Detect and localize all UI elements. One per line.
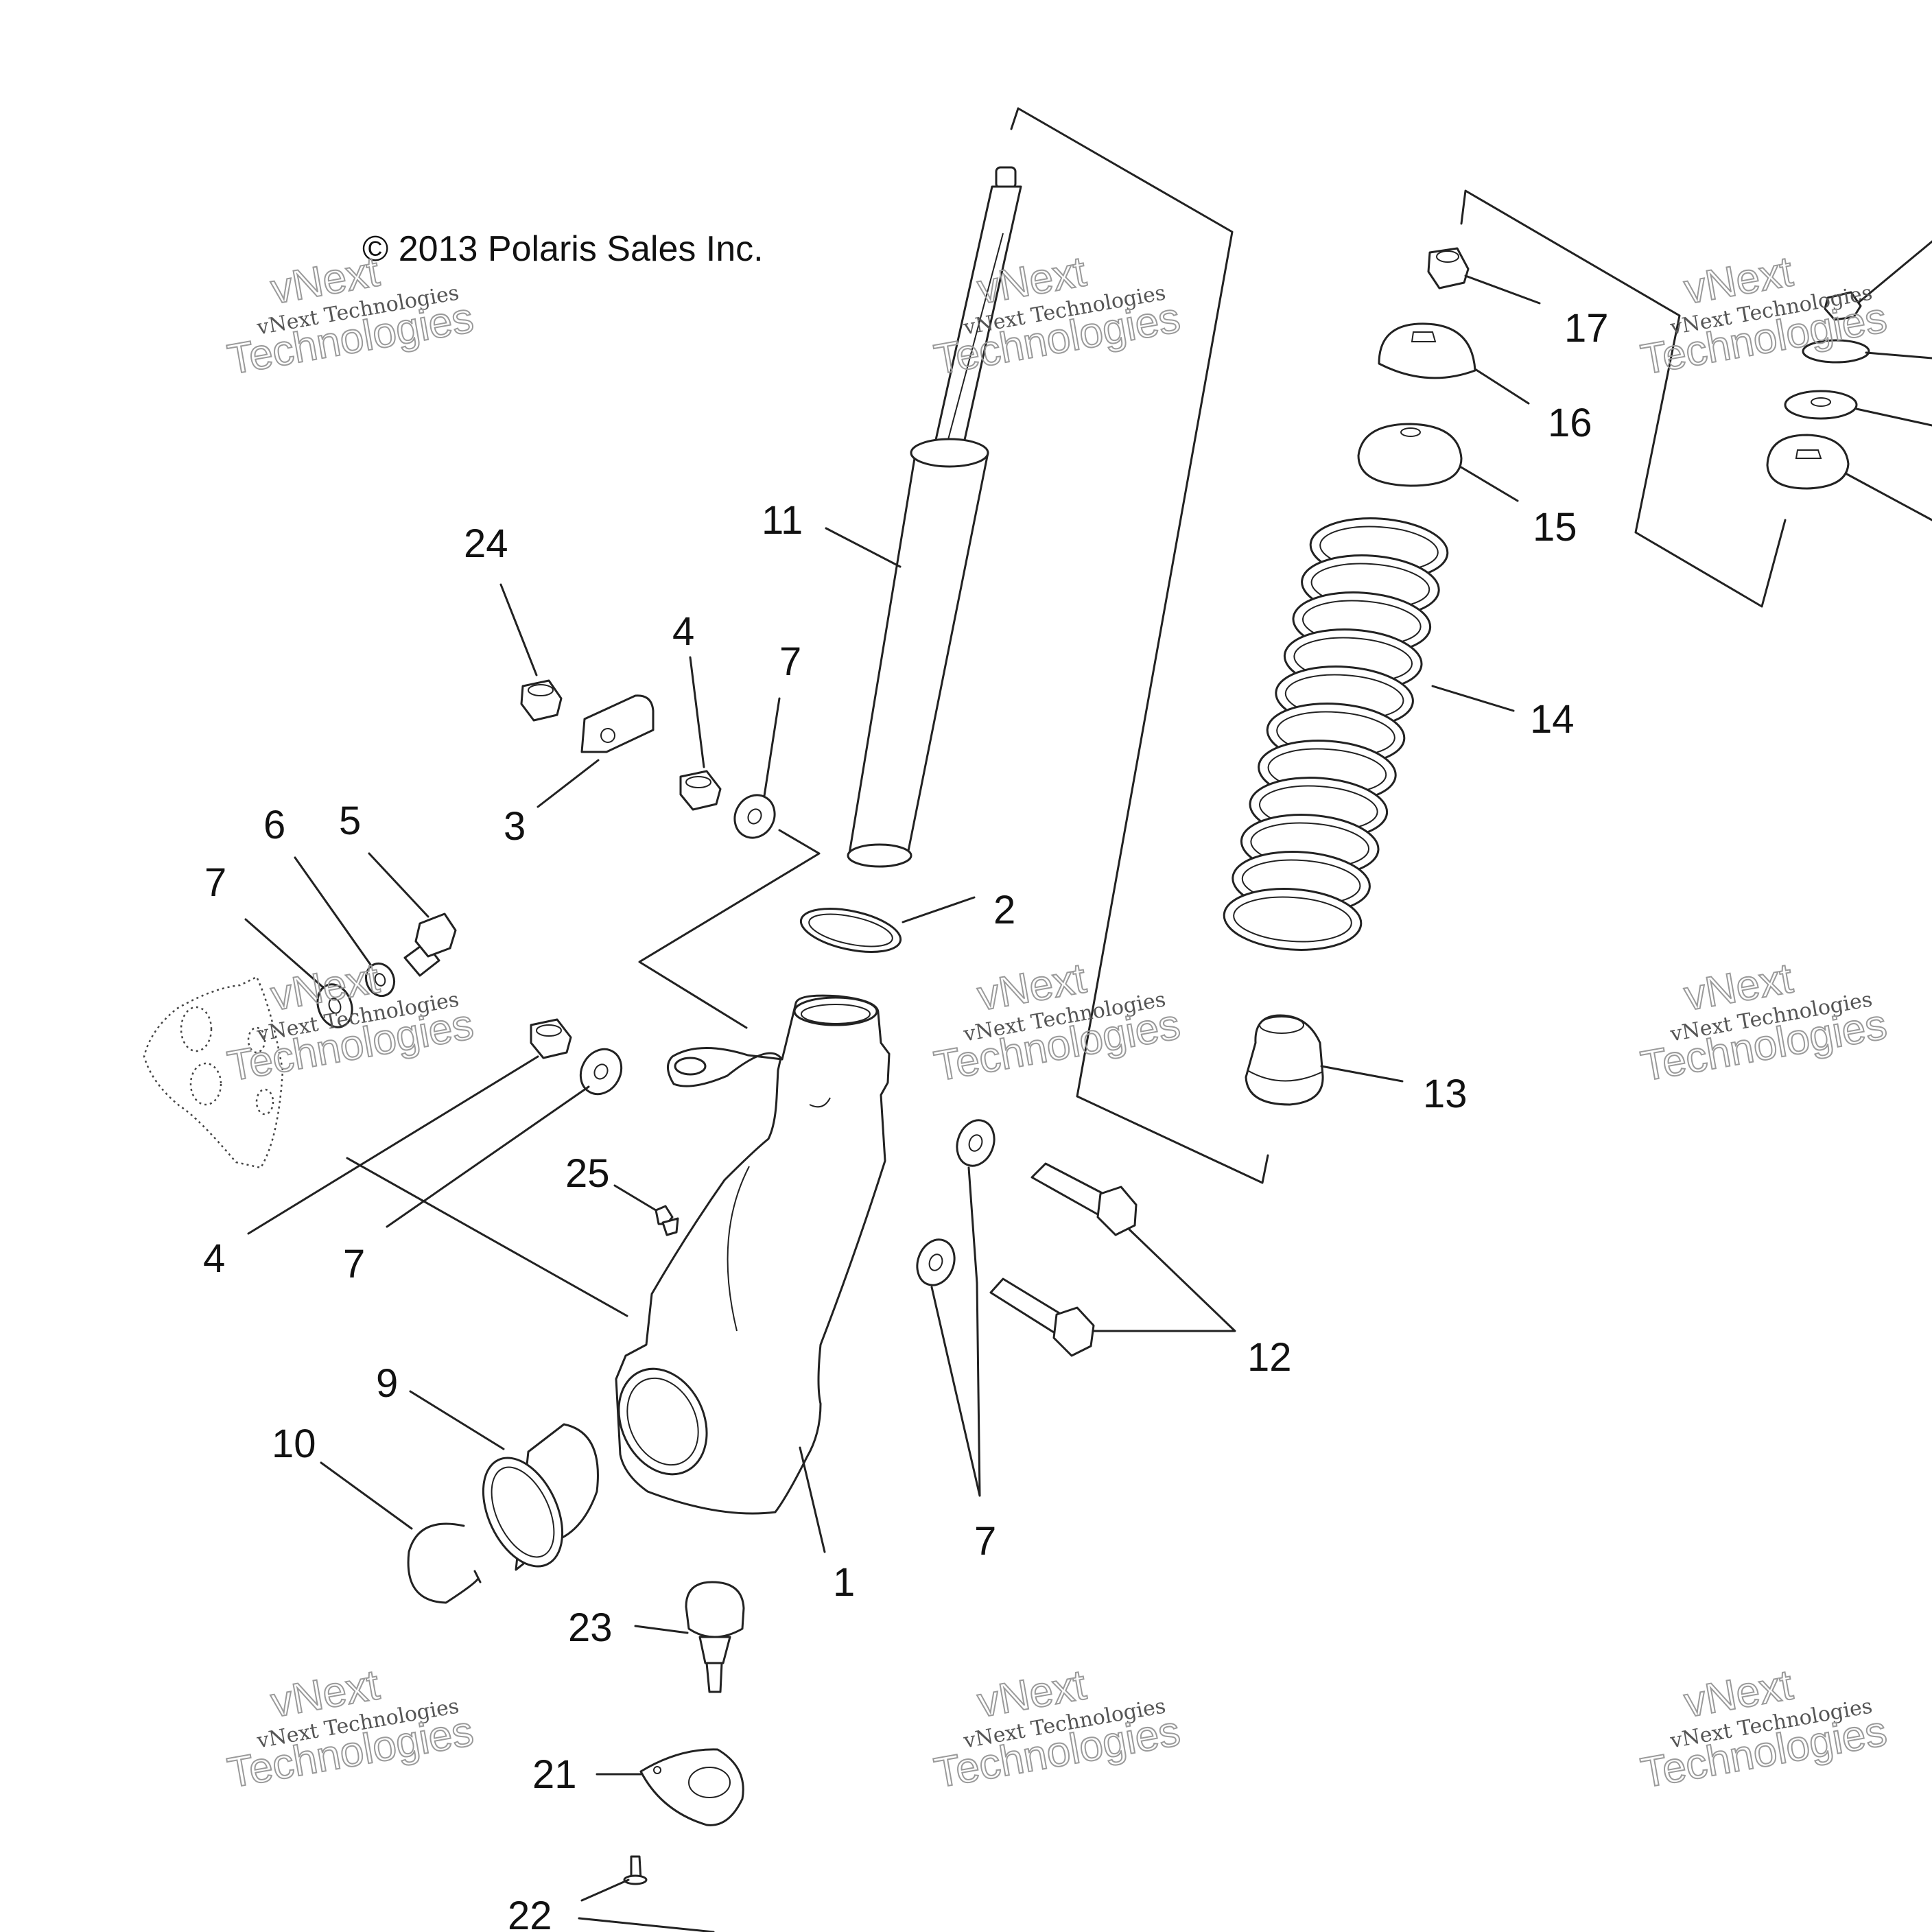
watermark-mid-center: vNext vNext Technologies Technologies [930, 954, 1184, 1091]
callout-4-lower: 4 [203, 1236, 225, 1281]
callout-5: 5 [339, 799, 361, 843]
callout-25: 25 [565, 1151, 610, 1196]
leader-23 [634, 1625, 689, 1634]
callout-7-right: 7 [974, 1519, 996, 1564]
leader-13 [1320, 1065, 1404, 1083]
washer-part-7-upper [733, 794, 776, 839]
bolt-part-12-upper [1030, 1162, 1138, 1236]
flange-part-21 [639, 1748, 744, 1826]
leader-7-lower [386, 1085, 590, 1228]
callout-23: 23 [568, 1605, 613, 1650]
watermark-bottom-right: vNext vNext Technologies Technologies [1637, 1660, 1891, 1798]
leader-25 [613, 1184, 657, 1212]
leader-upper-3 [1855, 408, 1932, 427]
nut-part-17 [1427, 247, 1470, 290]
washer-part-7-lower [579, 1048, 623, 1096]
leader-4-lower [247, 1055, 539, 1235]
leader-7-upper [763, 697, 781, 797]
callout-10: 10 [272, 1422, 316, 1466]
balljoint-part-23 [685, 1581, 745, 1693]
callout-2: 2 [993, 888, 1015, 932]
callout-13: 13 [1423, 1072, 1468, 1116]
callout-22: 22 [508, 1894, 552, 1932]
screw-part-22 [623, 1855, 648, 1885]
strut-group-bracket [1017, 107, 1269, 1184]
leader-7-right-a [967, 1166, 981, 1497]
leader-2 [902, 896, 976, 923]
callout-6: 6 [263, 803, 285, 847]
callout-12: 12 [1247, 1335, 1292, 1380]
callout-21: 21 [532, 1752, 577, 1797]
bumpstop-part-13 [1245, 1014, 1324, 1106]
leader-upper-1 [1858, 240, 1932, 303]
ring-part-2 [799, 908, 902, 953]
callout-3: 3 [504, 804, 526, 849]
nut-part-24 [520, 679, 563, 722]
leader-15 [1459, 465, 1519, 502]
knuckle-group-bracket [638, 829, 821, 1029]
caliper-mount-line [346, 1157, 628, 1317]
leader-24 [499, 583, 538, 676]
callout-9: 9 [376, 1361, 398, 1406]
upper-mount-parts [1766, 291, 1870, 490]
leader-14 [1431, 685, 1515, 712]
clip-part-3 [580, 694, 655, 753]
callout-17: 17 [1564, 306, 1609, 351]
leader-4-upper [689, 656, 705, 768]
spring-part-14 [1223, 517, 1449, 951]
washer-part-6 [364, 962, 396, 998]
callout-15: 15 [1533, 505, 1577, 550]
bracket-tick [1010, 107, 1020, 130]
leader-17 [1464, 274, 1541, 305]
watermark-bottom-center: vNext vNext Technologies Technologies [930, 1660, 1184, 1798]
leader-12 [1092, 1228, 1236, 1332]
leader-22-a [580, 1878, 630, 1902]
leader-16 [1474, 368, 1530, 405]
leader-7-right-b [930, 1286, 981, 1497]
snapring-part-10 [407, 1522, 482, 1604]
leader-5 [368, 852, 429, 918]
nut-part-4-lower [530, 1018, 572, 1059]
strut-part-11 [847, 166, 1022, 868]
knuckle-part-1 [615, 994, 891, 1515]
callout-7-upper: 7 [779, 639, 801, 684]
washer-part-7-right-b [916, 1238, 956, 1286]
watermark-bottom-left: vNext vNext Technologies Technologies [224, 1660, 478, 1798]
bolt-part-5 [403, 912, 457, 977]
spring-coil-inner [1233, 896, 1352, 943]
bearing-part-9 [482, 1423, 599, 1571]
callout-4-upper: 4 [672, 609, 694, 654]
callout-14: 14 [1530, 697, 1575, 742]
callout-11: 11 [762, 498, 803, 543]
leader-9 [409, 1390, 505, 1450]
brake-caliper-reference [143, 976, 284, 1169]
leader-1 [799, 1446, 826, 1553]
callout-7-lower: 7 [343, 1242, 365, 1286]
leader-11 [825, 527, 902, 568]
watermark-top-center: vNext vNext Technologies Technologies [930, 247, 1184, 384]
washer-part-7-caliper [316, 983, 353, 1028]
leader-3 [537, 759, 600, 808]
leader-7-caliper [244, 918, 325, 989]
leader-6 [294, 856, 372, 966]
leader-upper-4 [1844, 472, 1932, 521]
leader-upper-2 [1865, 351, 1932, 360]
nut-part-4-upper [679, 770, 722, 811]
callout-1: 1 [833, 1560, 855, 1605]
watermark-mid-right: vNext vNext Technologies Technologies [1637, 954, 1891, 1091]
bolt-part-12-lower [989, 1277, 1095, 1357]
callout-7-caliper: 7 [204, 860, 226, 905]
mount-group-bracket [1460, 189, 1787, 608]
leader-22-b [578, 1917, 715, 1932]
cap-part-16 [1378, 322, 1476, 379]
leader-10 [320, 1461, 413, 1530]
copyright-text: © 2013 Polaris Sales Inc. [362, 229, 764, 269]
callout-16: 16 [1548, 401, 1592, 445]
fitting-part-25 [655, 1205, 679, 1236]
seat-part-15 [1357, 423, 1463, 487]
callout-24: 24 [464, 521, 508, 566]
washer-part-7-right-a [956, 1119, 996, 1167]
